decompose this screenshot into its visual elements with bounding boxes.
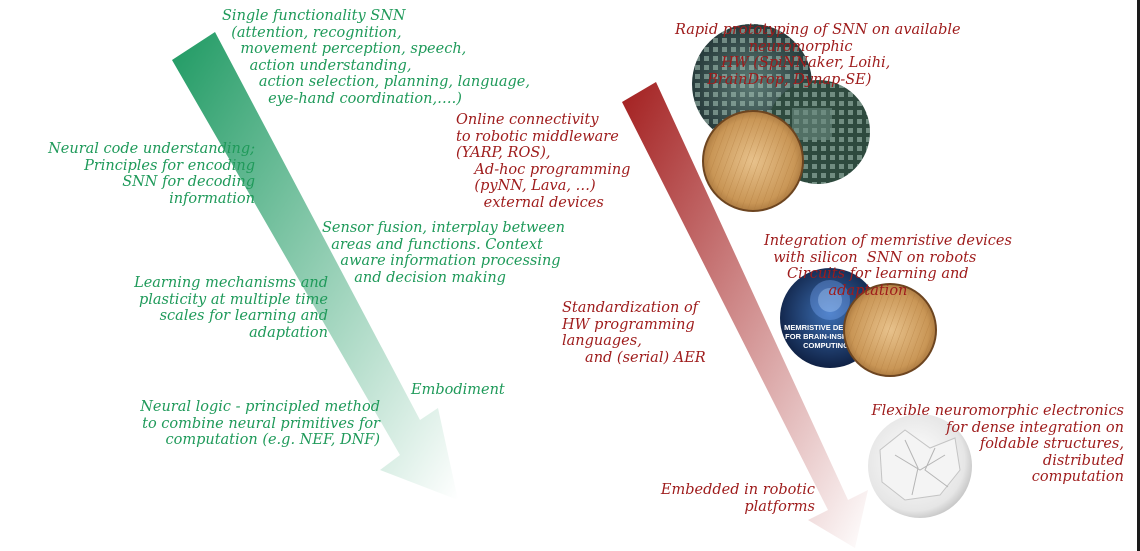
book-line-2: FOR BRAIN-INSPIRED xyxy=(785,332,865,341)
label-memristive-integration: Integration of memristive devices with s… xyxy=(764,233,1012,299)
wafer-photo-top xyxy=(702,110,804,212)
wafer-photo-middle xyxy=(843,283,937,377)
book-line-1: MEMRISTIVE DEVICES xyxy=(784,323,866,332)
label-standardization: Standardization of HW programming langua… xyxy=(562,300,706,366)
label-learning-mechanisms: Learning mechanisms and plasticity at mu… xyxy=(134,275,328,341)
red-arrow xyxy=(622,82,868,548)
label-rapid-prototyping: Rapid prototyping of SNN on available ne… xyxy=(675,22,961,88)
label-single-functionality-snn: Single functionality SNN (attention, rec… xyxy=(222,8,530,107)
book-line-3: COMPUTING xyxy=(803,341,849,350)
label-neural-code-understanding: Neural code understanding; Principles fo… xyxy=(48,141,255,207)
label-flexible-electronics: Flexible neuromorphic electronics for de… xyxy=(871,403,1124,485)
book-cover-title: MEMRISTIVE DEVICES FOR BRAIN-INSPIRED CO… xyxy=(784,323,868,350)
green-arrow xyxy=(172,32,458,500)
label-online-connectivity: Online connectivity to robotic middlewar… xyxy=(456,112,631,211)
label-sensor-fusion: Sensor fusion, interplay between areas a… xyxy=(322,220,565,286)
right-border xyxy=(1137,0,1140,551)
crumpled-flexible-electronics-photo xyxy=(868,414,972,518)
label-neural-logic: Neural logic - principled method to comb… xyxy=(140,399,380,448)
label-embedded-robotic-platforms: Embedded in robotic platforms xyxy=(660,482,815,515)
label-embodiment: Embodiment xyxy=(411,382,505,398)
